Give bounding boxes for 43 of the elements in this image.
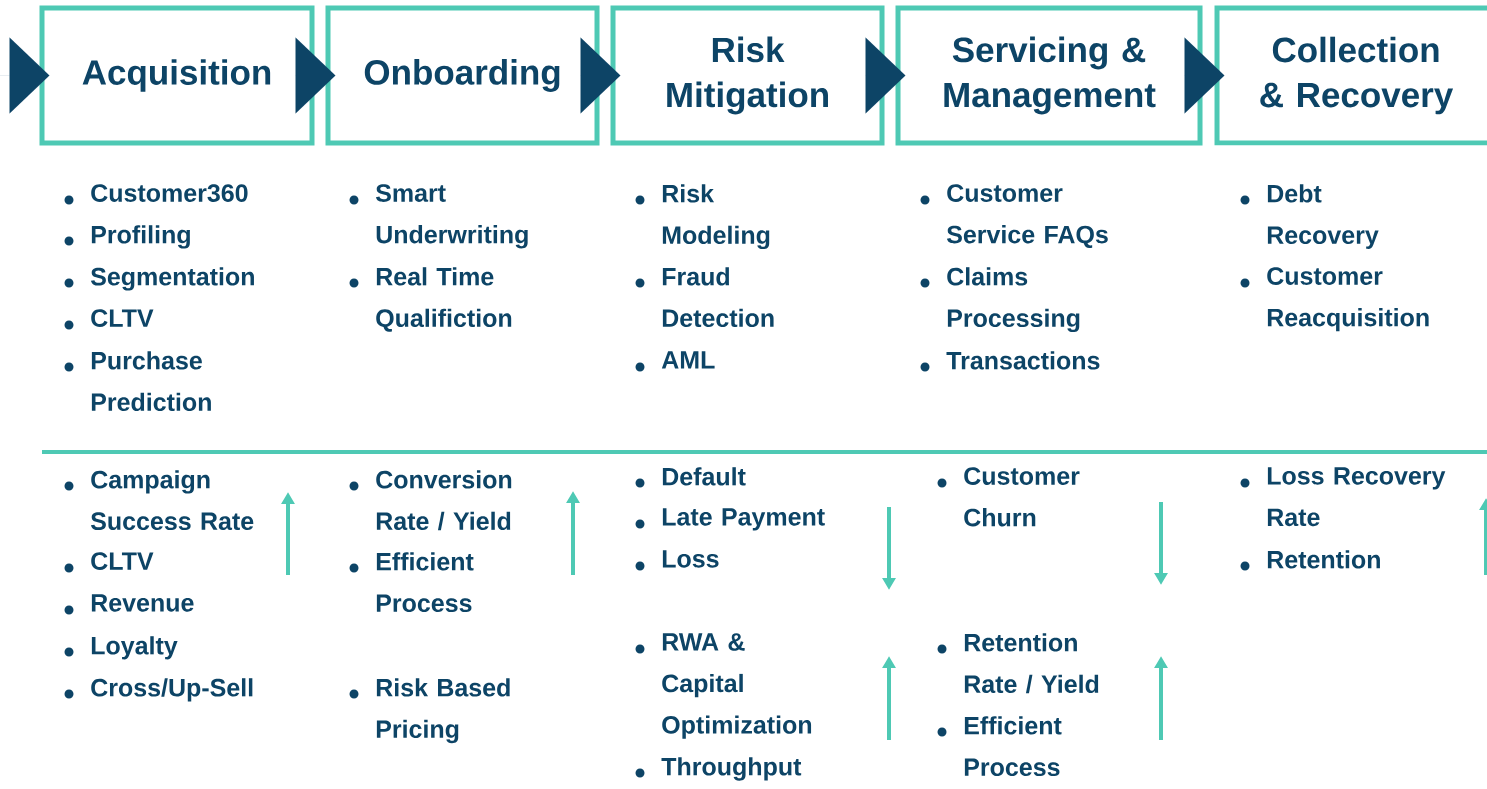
bullet-item: Risk Modeling <box>635 184 770 250</box>
bullet-item: AML <box>635 351 715 372</box>
bullet-item: Claims Processing <box>920 267 1080 333</box>
stage-box: Onboarding <box>325 5 600 146</box>
bullet-item: Customer Service FAQs <box>920 184 1108 249</box>
bullet-item: Late Payment <box>635 508 825 531</box>
bullet-item: Campaign Success Rate <box>64 470 254 531</box>
chevron-arrow <box>0 37 50 114</box>
bullet-item: Cross/Up-Sell <box>64 678 253 702</box>
bullet-item: Customer Reacquisition <box>1240 267 1429 332</box>
bullet-item: Debt Recovery <box>1240 184 1379 249</box>
stage-box: Risk Mitigation <box>610 5 885 146</box>
chevron-arrow <box>580 37 621 114</box>
bullet-item: CLTV <box>64 552 154 573</box>
bullet-item: Risk Based Pricing <box>349 678 510 744</box>
chevron-arrow <box>295 37 336 114</box>
bullet-item: Loyalty <box>64 636 178 660</box>
bullet-item: Loss Recovery Rate <box>1240 467 1446 527</box>
chevron-arrow <box>865 37 906 114</box>
bullet-item: Customer360 <box>64 184 248 205</box>
bullet-item: Customer Churn <box>937 467 1080 527</box>
bullet-item: Smart Underwriting <box>349 184 528 249</box>
bullet-item: Transactions <box>920 351 1100 372</box>
bullet-item: Loss <box>635 550 719 571</box>
bullet-item: Retention <box>1240 550 1380 571</box>
bullet-item: CLTV <box>64 309 154 330</box>
stage-box: Collection & Recovery <box>1214 5 1487 146</box>
bullet-item: Revenue <box>64 594 194 615</box>
bullet-item: RWA & Capital Optimization <box>635 633 812 739</box>
stage-box: Acquisition <box>39 5 315 146</box>
bullet-item: Real Time Qualifiction <box>349 267 512 332</box>
bullet-item: Default <box>635 467 746 488</box>
chevron-arrow <box>1184 37 1225 114</box>
bullet-item: Retention Rate / Yield <box>937 633 1099 694</box>
bullet-item: Purchase Prediction <box>64 351 211 412</box>
bullet-item: Conversion Rate / Yield <box>349 470 512 531</box>
bullet-item: Fraud Detection <box>635 267 774 328</box>
bullet-item: Efficient Process <box>937 716 1062 777</box>
bullet-item: Throughput <box>635 757 802 781</box>
bullet-item: Efficient Process <box>349 552 474 613</box>
stage-box: Servicing & Management <box>895 5 1203 146</box>
bullet-item: Profiling <box>64 225 190 249</box>
bullet-item: Segmentation <box>64 267 254 291</box>
